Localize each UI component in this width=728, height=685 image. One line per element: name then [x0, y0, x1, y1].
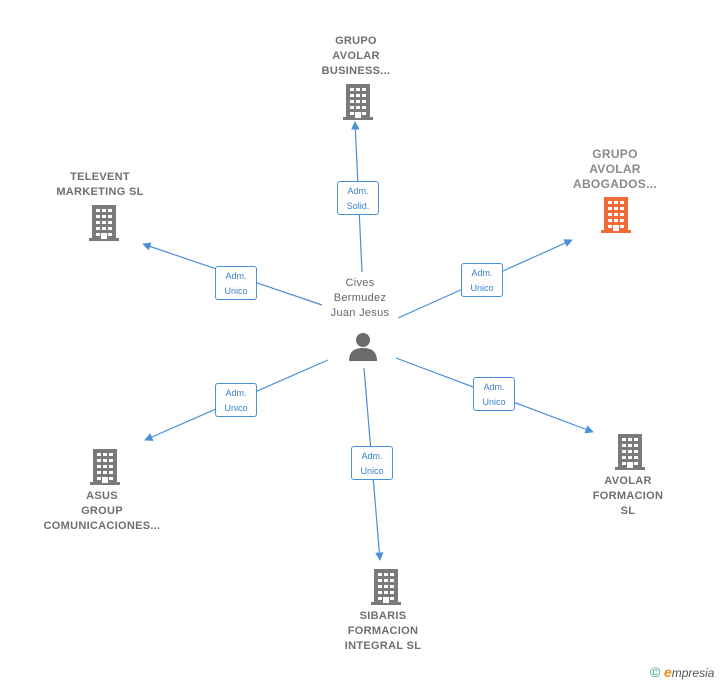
copyright-icon: © — [650, 664, 661, 680]
company-label-televent-marketing[interactable]: TELEVENT MARKETING SL — [56, 171, 144, 198]
building-icon-televent-marketing[interactable] — [88, 205, 120, 246]
footer-brand: © empresia — [650, 664, 714, 680]
edge-role-badge-televent-marketing[interactable]: Adm. Unico — [215, 266, 257, 300]
building-icon-avolar-formacion[interactable] — [614, 434, 646, 475]
building-icon-asus-group[interactable] — [89, 449, 121, 490]
building-icon-grupo-avolar-business[interactable] — [342, 84, 374, 125]
person-icon[interactable] — [346, 331, 380, 361]
edge-role-badge-avolar-formacion[interactable]: Adm. Unico — [473, 377, 515, 411]
company-label-sibaris-formacion[interactable]: SIBARIS FORMACION INTEGRAL SL — [344, 610, 422, 652]
brand-initial: e — [663, 664, 672, 680]
edge-role-badge-grupo-avolar-business[interactable]: Adm. Solid. — [337, 181, 379, 215]
company-label-grupo-avolar-abogados[interactable]: GRUPO AVOLAR ABOGADOS... — [573, 147, 657, 191]
building-icon-grupo-avolar-abogados[interactable] — [600, 197, 632, 238]
company-label-avolar-formacion[interactable]: AVOLAR FORMACION SL — [592, 475, 664, 517]
company-label-asus-group[interactable]: ASUS GROUP COMUNICACIONES... — [43, 490, 161, 532]
edge-role-badge-grupo-avolar-abogados[interactable]: Adm. Unico — [461, 263, 503, 297]
edge-role-badge-asus-group[interactable]: Adm. Unico — [215, 383, 257, 417]
center-person-name[interactable]: Cives Bermudez Juan Jesus — [330, 277, 390, 319]
brand-name: mpresia — [671, 666, 715, 680]
company-label-grupo-avolar-business[interactable]: GRUPO AVOLAR BUSINESS... — [321, 35, 391, 77]
building-icon-sibaris-formacion[interactable] — [370, 569, 402, 610]
edge-role-badge-sibaris-formacion[interactable]: Adm. Unico — [351, 446, 393, 480]
